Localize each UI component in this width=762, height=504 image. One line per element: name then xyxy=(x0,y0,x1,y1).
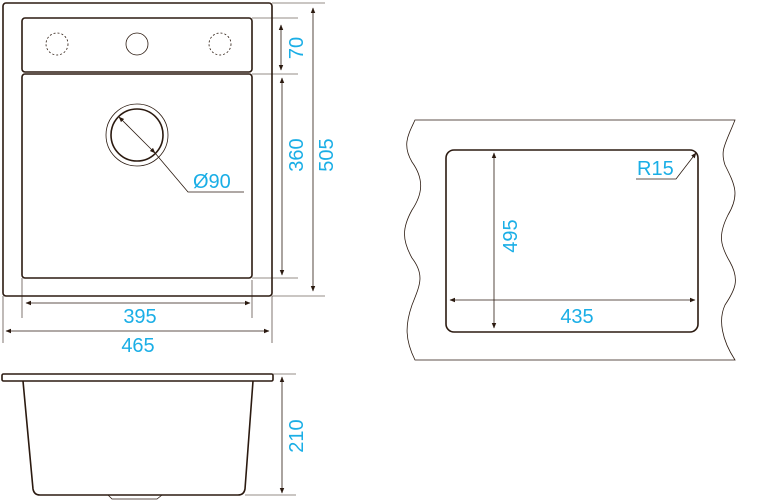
bowl-length-label: 360 xyxy=(286,138,308,171)
drain-outer-ring xyxy=(105,103,169,167)
bowl-outline xyxy=(21,73,253,279)
bowl-profile xyxy=(22,380,254,496)
sink-outline xyxy=(2,2,273,297)
cutout-width-label: 435 xyxy=(560,306,593,328)
total-width-label: 465 xyxy=(121,335,154,357)
faucet-hole xyxy=(125,32,149,56)
drain-hole xyxy=(110,108,164,162)
deck-dim-label: 70 xyxy=(286,37,308,59)
side-view: 210 xyxy=(1,373,308,500)
depth-label: 210 xyxy=(286,419,308,452)
radius-label: R15 xyxy=(637,158,674,180)
total-length-label: 505 xyxy=(316,138,338,171)
bowl-width-label: 395 xyxy=(123,306,156,328)
faucet-deck xyxy=(21,17,253,73)
cutout-outline xyxy=(445,149,699,333)
drain-dim-line xyxy=(118,116,156,154)
drain-outlet xyxy=(107,494,163,500)
radius-leader xyxy=(636,152,697,180)
cutout-height-label: 495 xyxy=(500,219,522,252)
top-view: Ø90 70 360 505 395 465 xyxy=(2,2,338,357)
drain-diameter-label: Ø90 xyxy=(193,171,231,193)
cutout-view: 495 435 R15 xyxy=(404,119,736,361)
optional-hole-left xyxy=(45,32,69,56)
countertop-section xyxy=(404,119,736,361)
optional-hole-right xyxy=(208,32,232,56)
sink-rim xyxy=(1,373,274,382)
drain-leader xyxy=(154,152,244,193)
